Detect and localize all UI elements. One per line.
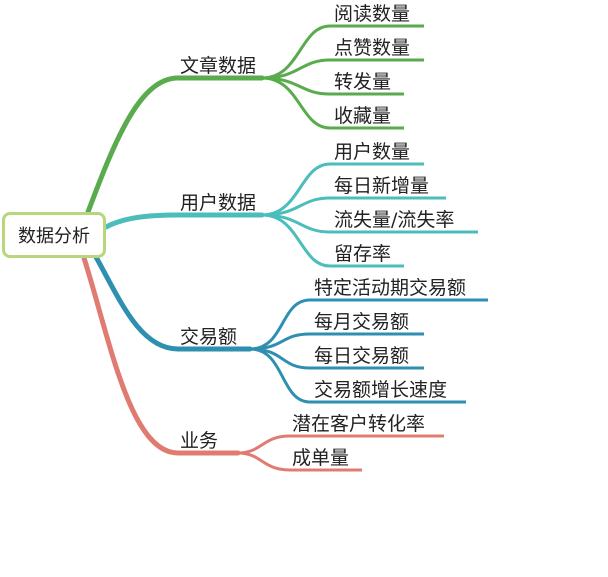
leaf-trade-4: 交易额增长速度 bbox=[314, 379, 448, 401]
connector-user-4 bbox=[261, 213, 404, 268]
leaf-article-2: 点赞数量 bbox=[334, 37, 411, 59]
leaf-user-2: 每日新增量 bbox=[334, 175, 430, 197]
leaf-user-4: 留存率 bbox=[334, 243, 392, 265]
connector-article-4 bbox=[261, 76, 404, 130]
leaf-article-1: 阅读数量 bbox=[334, 3, 411, 25]
root-node-label: 数据分析 bbox=[18, 226, 90, 247]
leaf-trade-1: 特定活动期交易额 bbox=[314, 277, 467, 299]
connector-article-1 bbox=[261, 24, 424, 80]
branch-business: 业务 bbox=[180, 430, 219, 452]
connector-trade-1 bbox=[249, 298, 488, 351]
connector-business-2 bbox=[237, 451, 362, 472]
branch-article: 文章数据 bbox=[180, 55, 257, 77]
connector-root-trade bbox=[93, 254, 253, 352]
branch-trade: 交易额 bbox=[180, 326, 238, 348]
leaf-article-3: 转发量 bbox=[334, 71, 392, 93]
connector-root-business bbox=[81, 255, 241, 456]
connector-root-article bbox=[85, 75, 265, 215]
leaf-trade-3: 每日交易额 bbox=[314, 345, 410, 367]
branch-user: 用户数据 bbox=[180, 192, 257, 214]
leaf-user-1: 用户数量 bbox=[334, 141, 411, 163]
leaf-user-3: 流失量/流失率 bbox=[334, 209, 455, 231]
connector-root-user bbox=[103, 212, 265, 230]
leaf-business-2: 成单量 bbox=[292, 447, 350, 469]
root-node: 数据分析 bbox=[2, 212, 106, 258]
leaf-business-1: 潜在客户转化率 bbox=[292, 413, 426, 435]
connector-user-1 bbox=[261, 162, 424, 217]
leaf-article-4: 收藏量 bbox=[334, 105, 392, 127]
leaf-trade-2: 每月交易额 bbox=[314, 311, 410, 333]
connector-trade-4 bbox=[249, 347, 466, 404]
